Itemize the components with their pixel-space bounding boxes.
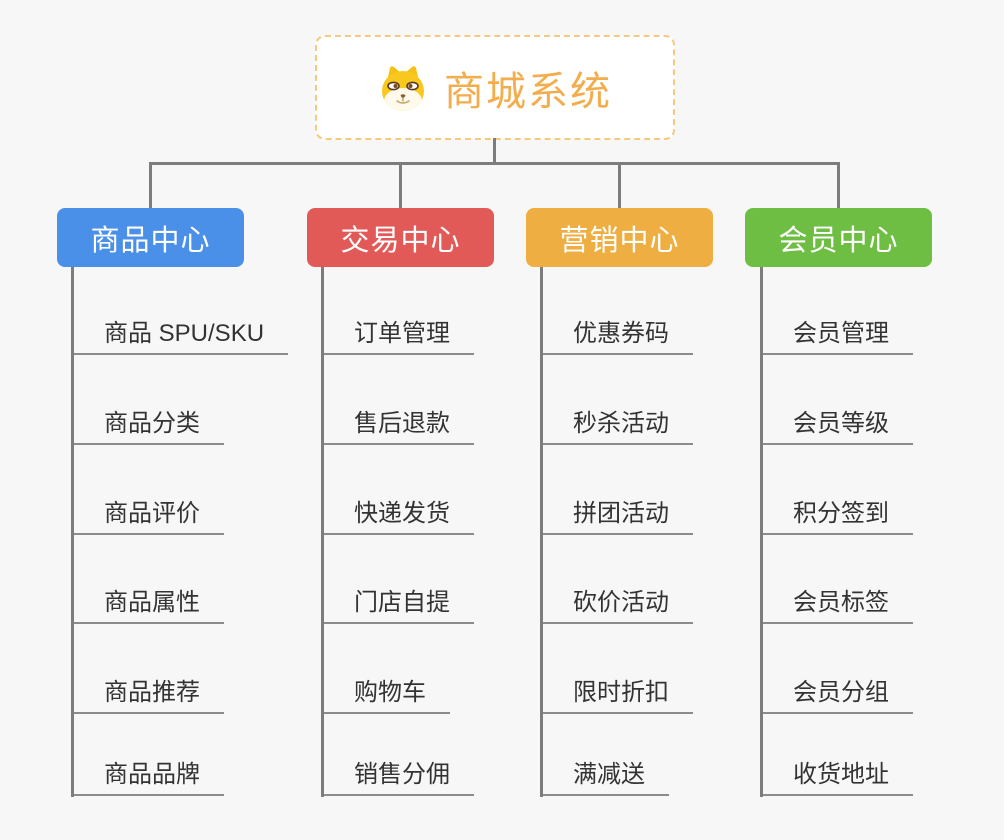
- leaf-node[interactable]: 秒杀活动: [543, 399, 693, 445]
- connector-drop-member: [837, 162, 840, 209]
- leaf-node[interactable]: 购物车: [324, 668, 450, 714]
- branch-trunk-product: 商品 SPU/SKU 商品分类 商品评价 商品属性 商品推荐 商品品牌: [71, 267, 309, 797]
- leaf-node[interactable]: 收货地址: [763, 750, 913, 796]
- leaf-node[interactable]: 积分签到: [763, 489, 913, 535]
- leaf-node[interactable]: 商品品牌: [74, 750, 224, 796]
- branch-header-member-center[interactable]: 会员中心: [745, 208, 932, 267]
- leaf-node[interactable]: 快递发货: [324, 489, 474, 535]
- leaf-node[interactable]: 售后退款: [324, 399, 474, 445]
- leaf-node[interactable]: 商品 SPU/SKU: [74, 309, 289, 355]
- leaf-node[interactable]: 优惠券码: [543, 309, 693, 355]
- connector-drop-product: [149, 162, 152, 209]
- leaf-node[interactable]: 会员等级: [763, 399, 913, 445]
- leaf-node[interactable]: 会员分组: [763, 668, 913, 714]
- branch-header-marketing-center[interactable]: 营销中心: [526, 208, 713, 267]
- branch-trunk-trade: 订单管理 售后退款 快递发货 门店自提 购物车 销售分佣: [321, 267, 559, 797]
- leaf-node[interactable]: 商品推荐: [74, 668, 224, 714]
- leaf-node[interactable]: 会员管理: [763, 309, 913, 355]
- root-node[interactable]: 商城系统: [315, 35, 675, 140]
- leaf-node[interactable]: 拼团活动: [543, 489, 693, 535]
- leaf-node[interactable]: 商品评价: [74, 489, 224, 535]
- leaf-node[interactable]: 限时折扣: [543, 668, 693, 714]
- branch-trunk-marketing: 优惠券码 秒杀活动 拼团活动 砍价活动 限时折扣 满减送: [540, 267, 778, 797]
- leaf-node[interactable]: 门店自提: [324, 578, 474, 624]
- leaf-node[interactable]: 商品分类: [74, 399, 224, 445]
- leaf-node[interactable]: 销售分佣: [324, 750, 474, 796]
- root-title: 商城系统: [444, 69, 612, 114]
- connector-drop-marketing: [618, 162, 621, 209]
- branch-trunk-member: 会员管理 会员等级 积分签到 会员标签 会员分组 收货地址: [760, 267, 998, 797]
- branch-header-trade-center[interactable]: 交易中心: [307, 208, 494, 267]
- dog-face-icon: [382, 65, 424, 111]
- leaf-node[interactable]: 砍价活动: [543, 578, 693, 624]
- leaf-node[interactable]: 订单管理: [324, 309, 474, 355]
- connector-drop-trade: [399, 162, 402, 209]
- leaf-node[interactable]: 满减送: [543, 750, 669, 796]
- branch-header-product-center[interactable]: 商品中心: [57, 208, 244, 267]
- leaf-node[interactable]: 商品属性: [74, 578, 224, 624]
- connector-horizontal-bar: [149, 162, 840, 165]
- connector-root-drop: [493, 138, 496, 165]
- leaf-node[interactable]: 会员标签: [763, 578, 913, 624]
